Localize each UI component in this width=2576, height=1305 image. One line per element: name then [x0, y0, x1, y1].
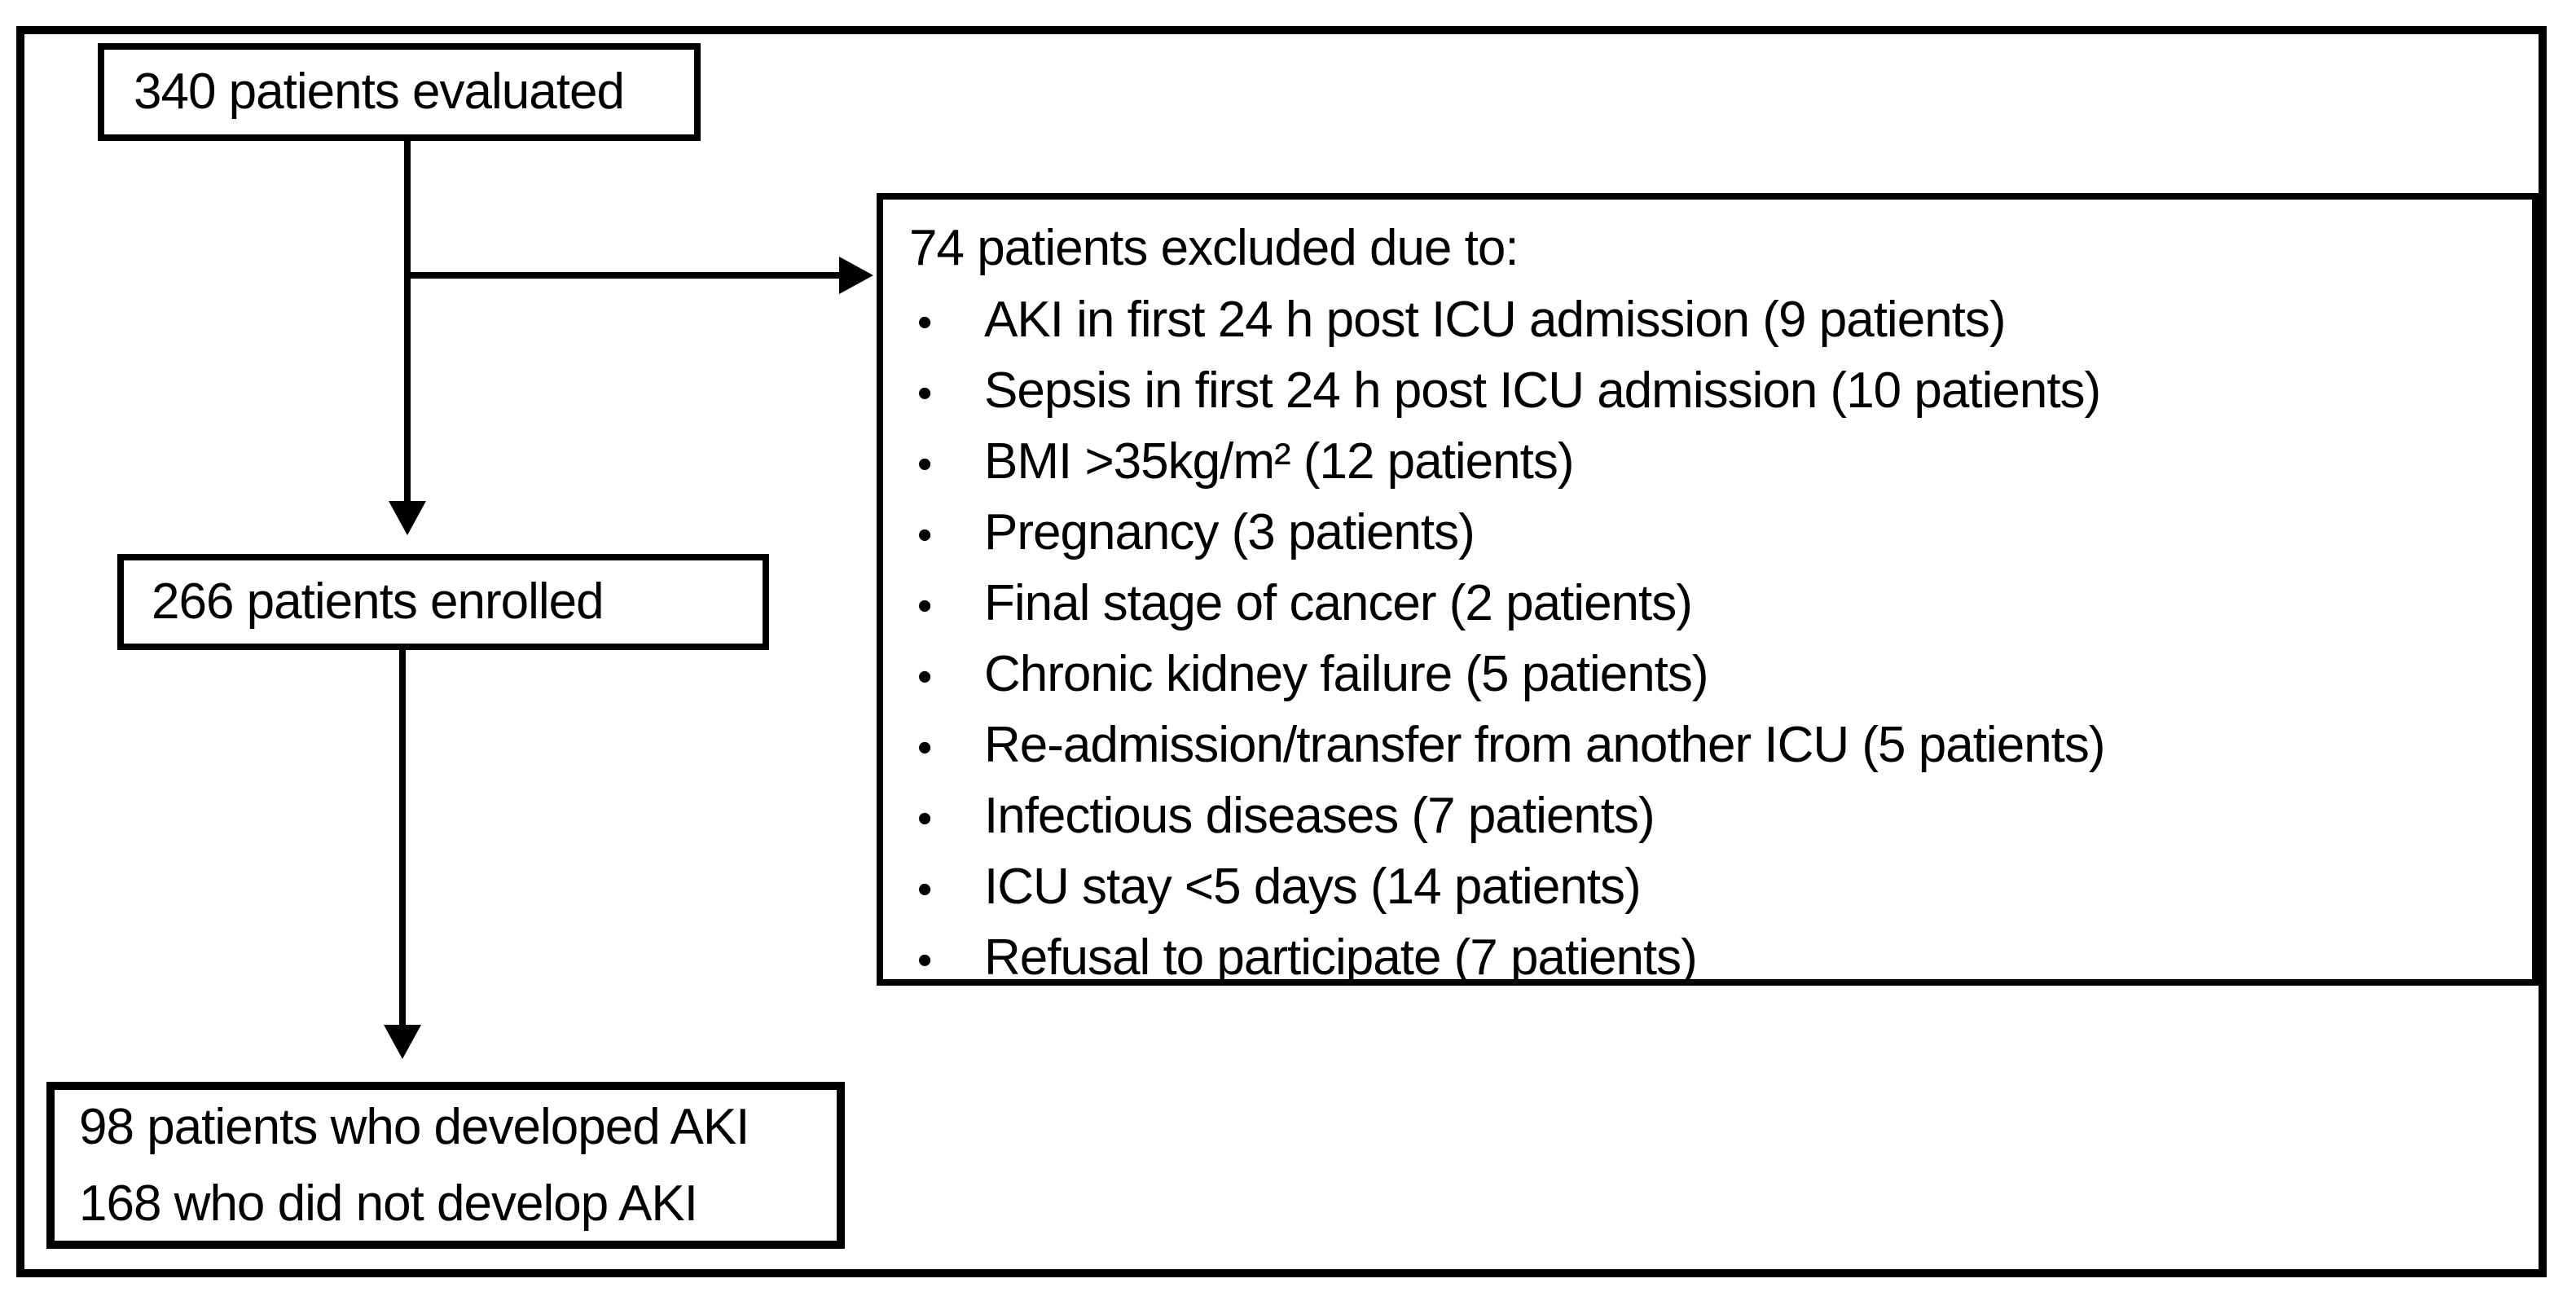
excluded-reason-text: Infectious diseases (7 patients) — [984, 788, 1655, 844]
bullet-marker: • — [917, 866, 932, 913]
list-item: • Infectious diseases (7 patients) — [909, 782, 2506, 853]
excluded-reason-text: Refusal to participate (7 patients) — [984, 929, 1698, 986]
excluded-reason-text: Final stage of cancer (2 patients) — [984, 575, 1693, 631]
patients-enrolled-label: 266 patients enrolled — [152, 573, 604, 631]
excluded-reason-text: Re-admission/transfer from another ICU (… — [984, 717, 2106, 773]
list-item: • Re-admission/transfer from another ICU… — [909, 711, 2506, 782]
list-item: • AKI in first 24 h post ICU admission (… — [909, 286, 2506, 357]
arrow-down-icon — [389, 501, 426, 535]
list-item: • Pregnancy (3 patients) — [909, 499, 2506, 569]
excluded-reason-text: ICU stay <5 days (14 patients) — [984, 859, 1642, 915]
excluded-reason-text: AKI in first 24 h post ICU admission (9 … — [984, 292, 2007, 348]
excluded-reasons-list: • AKI in first 24 h post ICU admission (… — [909, 286, 2506, 995]
connector-evaluated-to-enrolled — [404, 141, 411, 503]
connector-enrolled-to-outcome — [399, 650, 406, 1025]
outcome-line-developed-aki: 98 patients who developed AKI — [79, 1098, 750, 1155]
bullet-marker: • — [917, 512, 932, 559]
outer-frame — [16, 26, 2547, 1277]
bullet-marker: • — [917, 653, 932, 701]
box-outcome: 98 patients who developed AKI 168 who di… — [46, 1082, 845, 1249]
excluded-reason-text: Pregnancy (3 patients) — [984, 504, 1475, 560]
bullet-marker: • — [917, 724, 932, 771]
list-item: • ICU stay <5 days (14 patients) — [909, 853, 2506, 924]
box-patients-excluded: 74 patients excluded due to: • AKI in fi… — [877, 193, 2539, 986]
arrow-down-icon — [384, 1025, 421, 1059]
bullet-marker: • — [917, 299, 932, 346]
patients-evaluated-label: 340 patients evaluated — [134, 64, 625, 121]
list-item: • Refusal to participate (7 patients) — [909, 924, 2506, 995]
list-item: • Chronic kidney failure (5 patients) — [909, 640, 2506, 711]
list-item: • BMI >35kg/m² (12 patients) — [909, 428, 2506, 499]
connector-to-excluded — [407, 272, 839, 279]
box-patients-evaluated: 340 patients evaluated — [98, 43, 701, 141]
bullet-marker: • — [917, 370, 932, 417]
bullet-marker: • — [917, 441, 932, 488]
bullet-marker: • — [917, 937, 932, 984]
excluded-reason-text: BMI >35kg/m² (12 patients) — [984, 433, 1574, 490]
arrow-right-icon — [839, 257, 873, 294]
bullet-marker: • — [917, 795, 932, 842]
list-item: • Final stage of cancer (2 patients) — [909, 569, 2506, 640]
bullet-marker: • — [917, 582, 932, 630]
excluded-reason-text: Sepsis in first 24 h post ICU admission … — [984, 362, 2101, 419]
box-patients-enrolled: 266 patients enrolled — [117, 554, 769, 650]
list-item: • Sepsis in first 24 h post ICU admissio… — [909, 357, 2506, 428]
outcome-line-no-aki: 168 who did not develop AKI — [79, 1175, 698, 1232]
excluded-title: 74 patients excluded due to: — [909, 220, 1519, 276]
excluded-reason-text: Chronic kidney failure (5 patients) — [984, 646, 1709, 702]
